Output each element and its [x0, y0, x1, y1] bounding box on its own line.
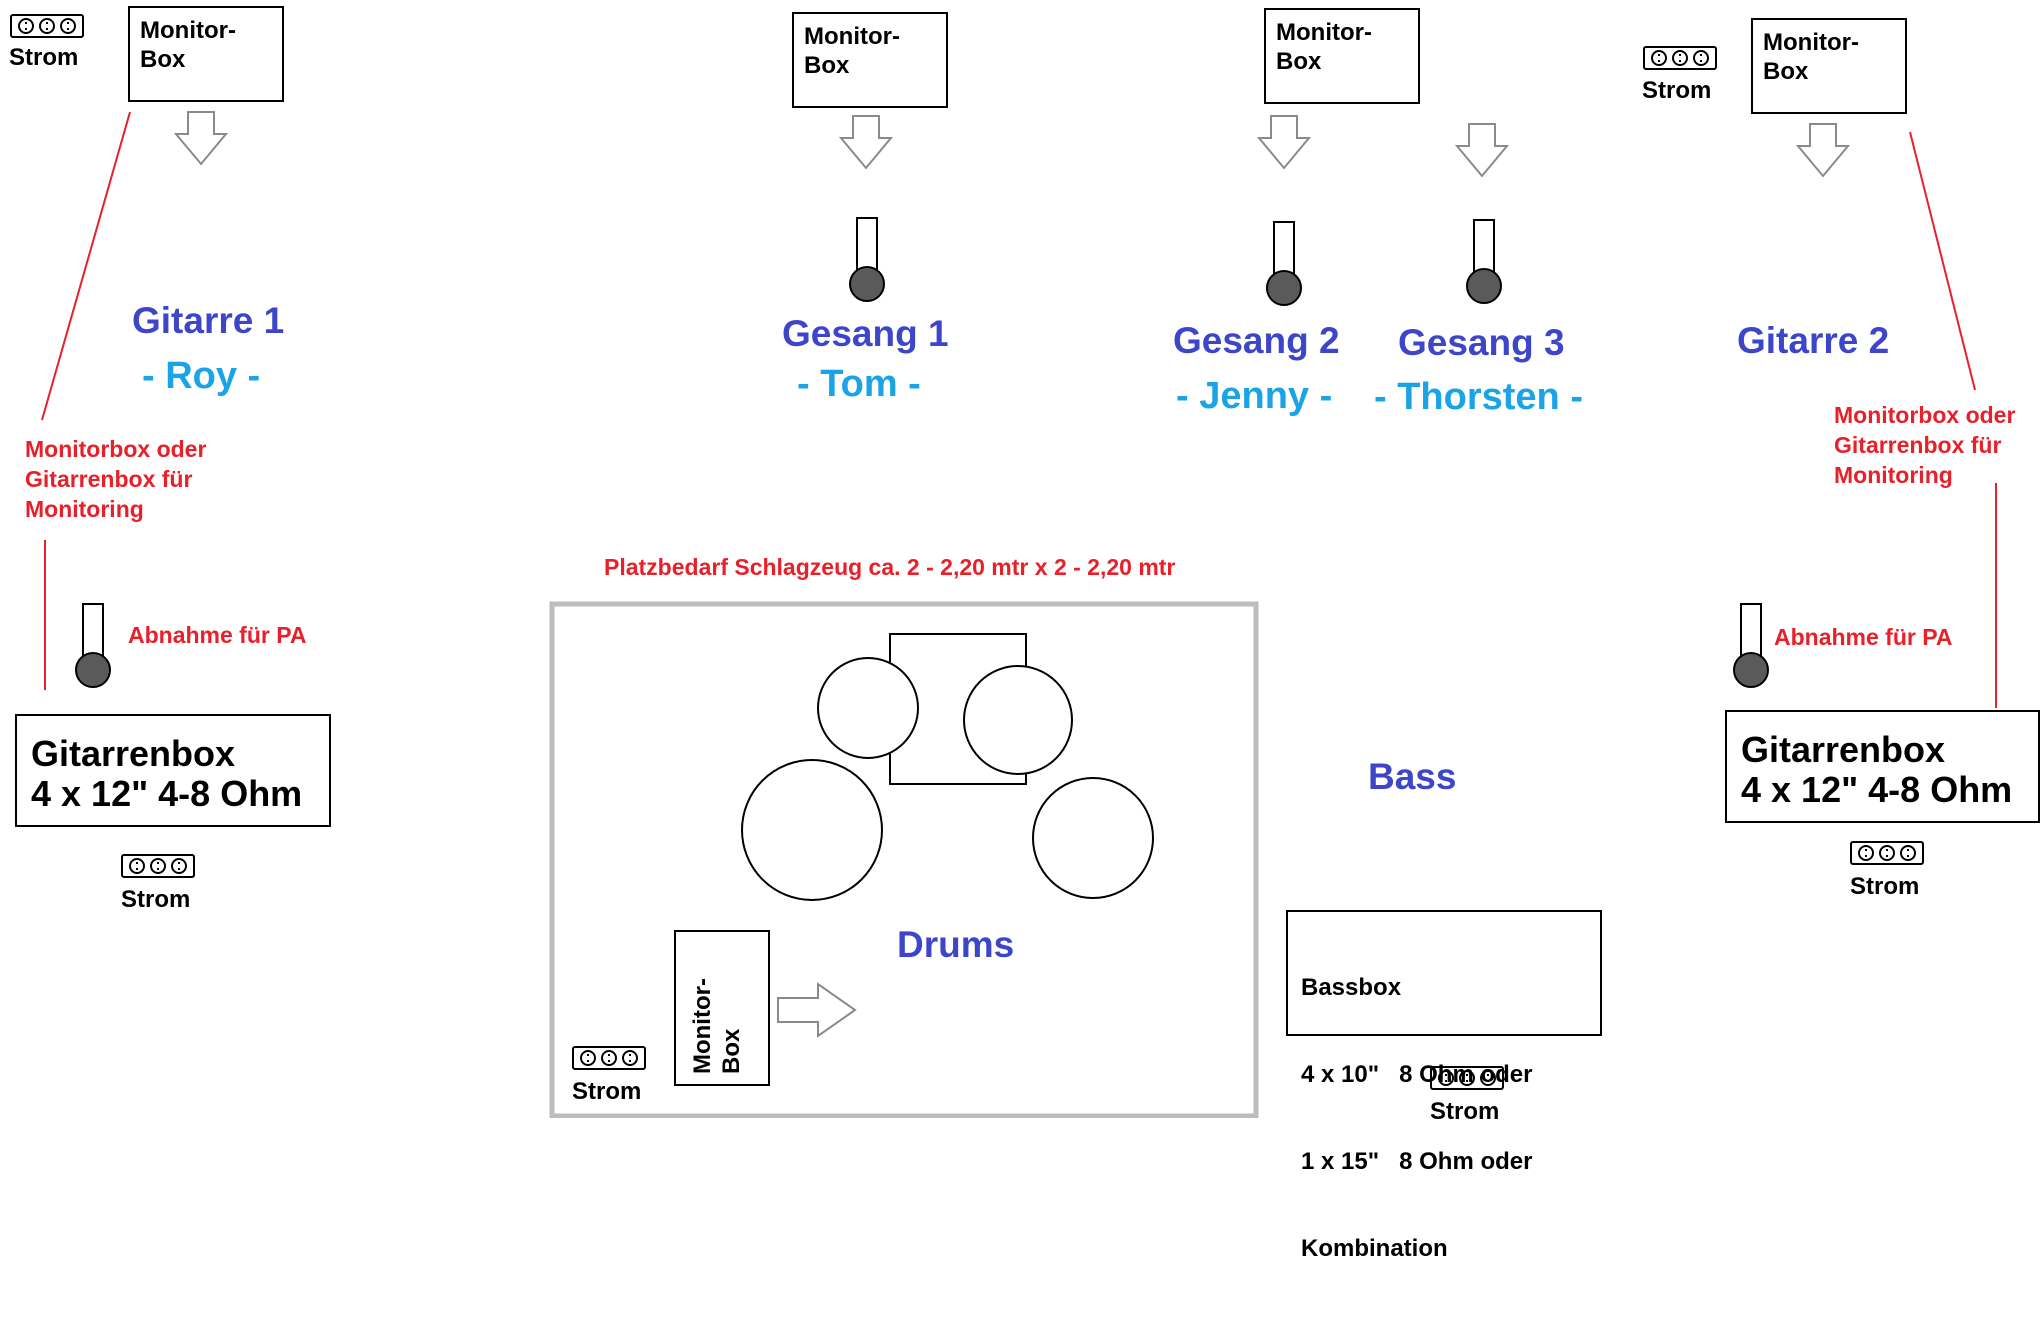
power-outlet-icon — [1643, 46, 1717, 70]
microphone-icon — [1466, 219, 1502, 304]
drum-monitor-arrow-icon — [777, 982, 857, 1038]
power-outlet-icon — [1850, 841, 1924, 865]
stage-plan-graphics — [41, 111, 1997, 1118]
pa-microphone-icon — [1733, 603, 1769, 688]
monitor-arrow-icon — [1258, 115, 1310, 169]
power-outlet-icon — [10, 14, 84, 38]
instrument-label-gesang3: Gesang 3 — [1398, 322, 1565, 363]
instrument-label-gesang1: Gesang 1 — [782, 313, 949, 354]
instrument-label-bass: Bass — [1368, 756, 1457, 797]
instrument-label-drums: Drums — [897, 924, 1015, 965]
instrument-label-gesang2: Gesang 2 — [1173, 320, 1340, 361]
monitor-box-gitarre1: Monitor-Box — [128, 6, 284, 102]
microphone-icon — [1266, 221, 1302, 306]
monitor-box-drums: Monitor-Box — [674, 930, 770, 1086]
person-label-thorsten: - Thorsten - — [1374, 376, 1583, 418]
drum-area — [549, 601, 1259, 1118]
drum-space-note: Platzbedarf Schlagzeug ca. 2 - 2,20 mtr … — [604, 554, 1176, 580]
monitor-arrow-icon — [175, 111, 227, 165]
strom-label: Strom — [9, 44, 79, 71]
monitor-box-gitarre2: Monitor-Box — [1751, 18, 1907, 114]
monitor-arrow-icon — [1456, 123, 1508, 177]
monitor-arrow-icon — [1797, 123, 1849, 177]
strom-label: Strom — [121, 886, 191, 913]
strom-label: Strom — [572, 1078, 642, 1105]
instrument-label-gitarre1: Gitarre 1 — [132, 300, 285, 341]
monitor-box-gesang1: Monitor-Box — [792, 12, 948, 108]
bassbox: Bassbox 4 x 10" 8 Ohm oder 1 x 15" 8 Ohm… — [1286, 910, 1602, 1262]
monitor-box-label: Monitor-Box — [1763, 29, 1859, 85]
person-label-tom: - Tom - — [797, 363, 921, 405]
abnahme-note-right: Abnahme für PA — [1774, 624, 1953, 650]
power-outlet-icon — [121, 854, 195, 878]
pa-microphone-icon — [75, 603, 111, 688]
floor-tom-drum — [1032, 777, 1154, 899]
monitor-connection-line-left — [41, 111, 131, 421]
power-outlet-icon — [1430, 1066, 1504, 1090]
power-outlet-icon — [572, 1046, 646, 1070]
monitor-box-label: Monitor-Box — [140, 17, 236, 73]
instrument-label-gitarre2: Gitarre 2 — [1737, 320, 1890, 361]
tom-drum — [963, 665, 1073, 775]
tom-drum — [817, 657, 919, 759]
monitor-box-label: Monitor-Box — [804, 23, 900, 79]
bassbox-label: Bassbox 4 x 10" 8 Ohm oder 1 x 15" 8 Ohm… — [1301, 974, 1533, 1262]
monitor-box-label: Monitor-Box — [1276, 19, 1372, 75]
monitor-connection-line-right — [1909, 131, 1976, 391]
monitor-arrow-icon — [840, 115, 892, 169]
monitor-box-gesang2-3: Monitor-Box — [1264, 8, 1420, 104]
floor-tom-drum — [741, 759, 883, 901]
monitoring-note-left: Monitorbox oder Gitarrenbox für Monitori… — [25, 436, 207, 522]
strom-label: Strom — [1642, 77, 1712, 104]
person-label-roy: - Roy - — [142, 355, 261, 397]
person-label-jenny: - Jenny - — [1176, 375, 1333, 417]
monitor-box-label: Monitor-Box — [689, 978, 745, 1074]
monitoring-note-right: Monitorbox oder Gitarrenbox für Monitori… — [1834, 402, 2016, 488]
microphone-icon — [849, 217, 885, 302]
strom-label: Strom — [1850, 873, 1920, 900]
abnahme-note-left: Abnahme für PA — [128, 622, 307, 648]
